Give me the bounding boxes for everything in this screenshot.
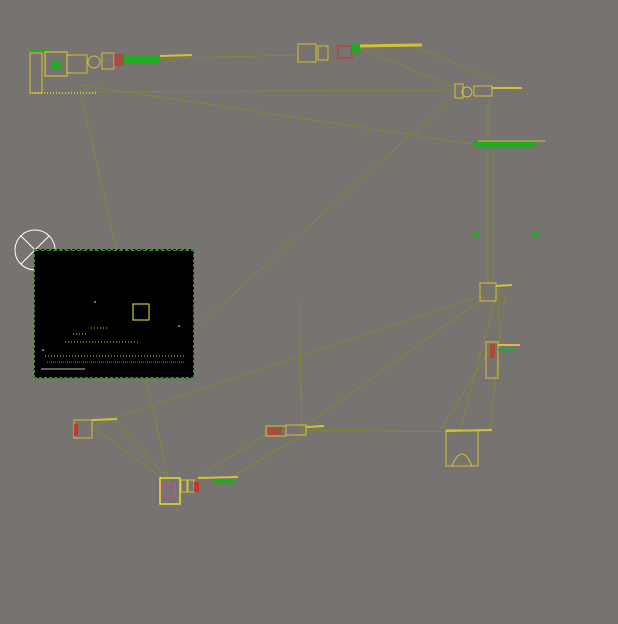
net-line — [359, 47, 456, 89]
net-line — [189, 431, 271, 483]
footprint-q1[interactable] — [479, 282, 513, 302]
pin-dot-icon[interactable] — [532, 231, 538, 237]
net-line — [299, 296, 486, 431]
footprint-u1[interactable] — [29, 49, 193, 94]
net-line — [94, 294, 486, 426]
pin-dot-icon[interactable] — [473, 231, 479, 237]
preview-panel[interactable] — [34, 249, 195, 380]
footprint-d1[interactable] — [73, 418, 118, 439]
net-line — [89, 424, 166, 481]
footprint-u5[interactable] — [159, 476, 239, 505]
net-line — [299, 429, 461, 433]
footprint-l1[interactable] — [445, 429, 493, 467]
net-line — [229, 429, 311, 479]
net-line — [439, 339, 497, 431]
net-line — [497, 289, 501, 346]
net-line — [79, 84, 479, 146]
preview-canvas — [35, 249, 195, 380]
footprint-u4[interactable] — [265, 424, 325, 437]
footprint-q2[interactable] — [485, 341, 520, 379]
footprint-u2[interactable] — [297, 43, 423, 63]
net-line — [414, 46, 521, 91]
net-line — [89, 89, 456, 93]
connector-j1[interactable] — [473, 140, 545, 148]
net-line — [114, 419, 169, 479]
net-line — [298, 299, 303, 429]
net-line — [459, 299, 496, 431]
footprint-u3[interactable] — [454, 83, 522, 99]
